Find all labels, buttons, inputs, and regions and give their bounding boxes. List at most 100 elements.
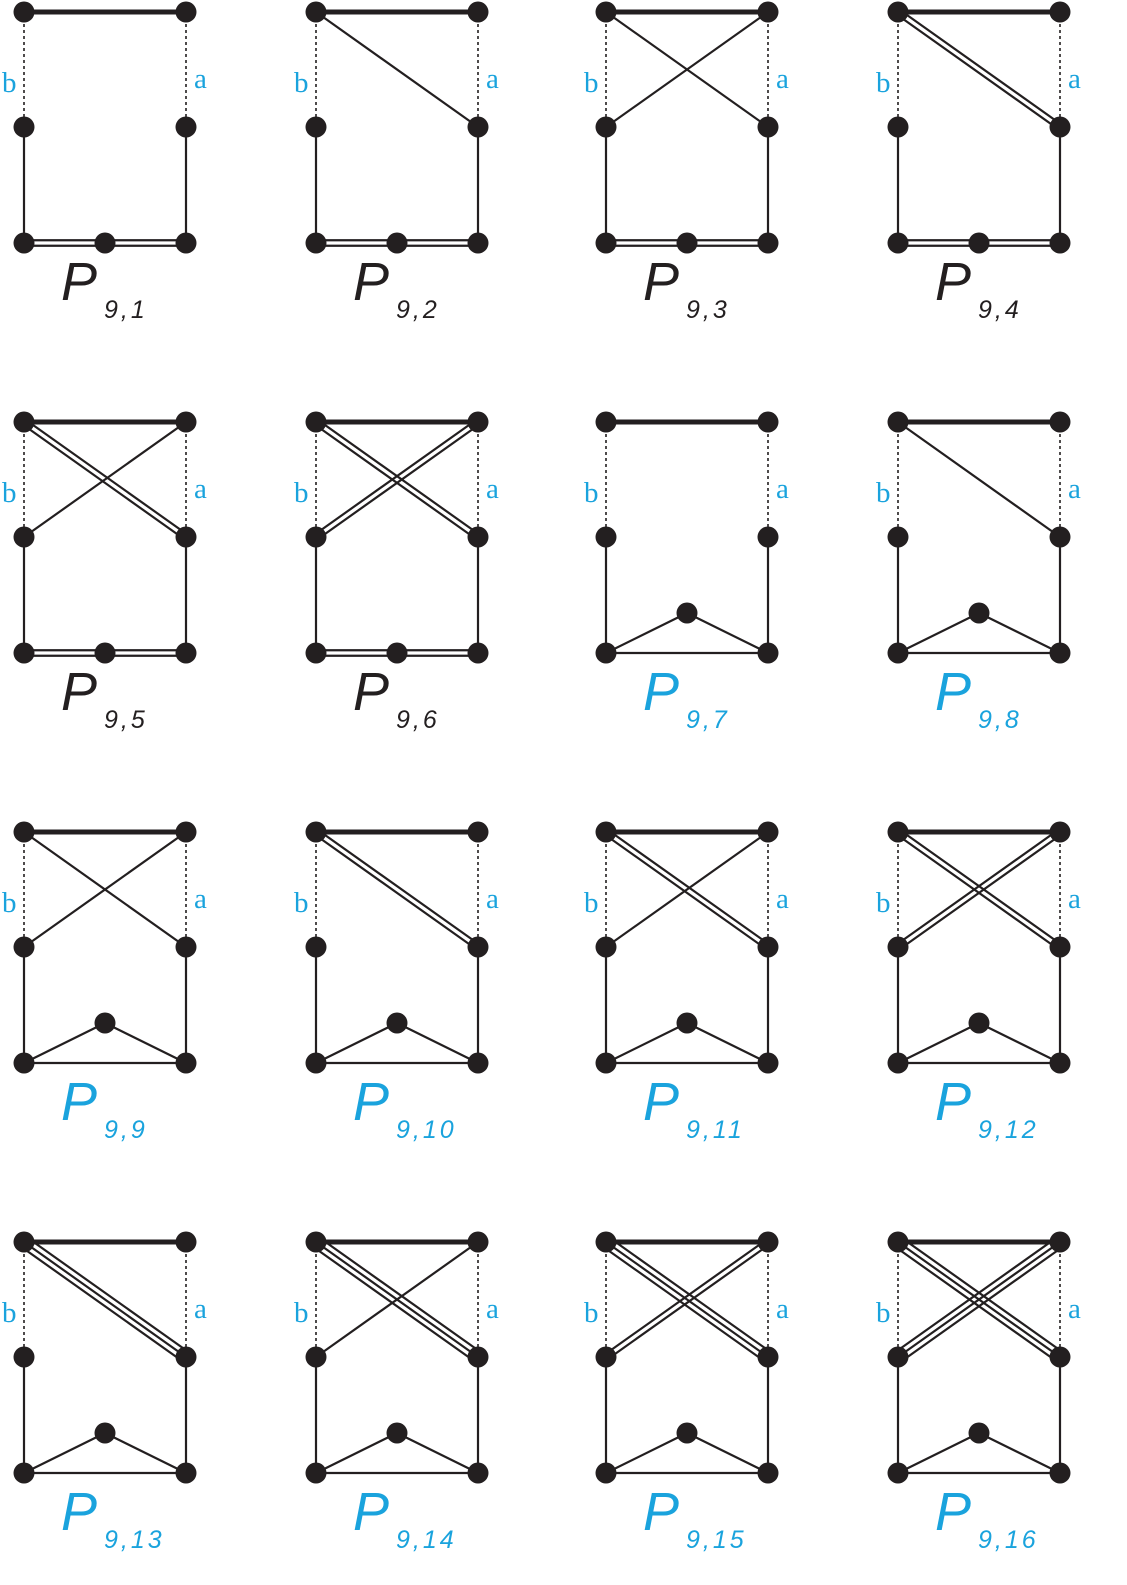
vertex xyxy=(887,936,909,958)
graph-label-index: 9,9 xyxy=(104,1116,148,1144)
vertex xyxy=(595,821,617,843)
triangle-edge xyxy=(22,1021,107,1065)
triangle-edge xyxy=(314,1021,399,1065)
vertex xyxy=(887,1462,909,1484)
vertex xyxy=(595,1462,617,1484)
diagonal-edge xyxy=(26,1236,191,1354)
side-label-left: b xyxy=(876,67,891,99)
vertex xyxy=(757,116,779,138)
side-label-left: b xyxy=(294,67,309,99)
diagonal-edge xyxy=(895,13,1060,131)
diagonal-edge xyxy=(313,833,478,951)
side-label-right: a xyxy=(1068,1293,1081,1325)
side-label-left: b xyxy=(2,1297,17,1329)
vertex xyxy=(305,936,327,958)
side-label-left: b xyxy=(876,477,891,509)
graph-label: P xyxy=(353,252,389,312)
vertex xyxy=(595,1052,617,1074)
vertex xyxy=(305,1052,327,1074)
diagonal-edge xyxy=(898,833,1063,951)
side-label-right: a xyxy=(194,473,207,505)
vertex xyxy=(887,642,909,664)
diagonal-edge xyxy=(896,1240,1062,1359)
vertex xyxy=(305,1462,327,1484)
vertex xyxy=(305,1346,327,1368)
triangle-edge xyxy=(395,1431,480,1475)
diagonal-edge xyxy=(311,1245,476,1363)
vertex xyxy=(968,602,990,624)
graph-label: P xyxy=(61,1072,97,1132)
vertex xyxy=(13,526,35,548)
vertex xyxy=(467,232,489,254)
vertex xyxy=(1049,642,1071,664)
diagonal-edge xyxy=(604,10,770,129)
diagonal-edge xyxy=(604,1240,770,1359)
vertex xyxy=(676,232,698,254)
vertex xyxy=(94,642,116,664)
vertex xyxy=(305,821,327,843)
side-label-left: b xyxy=(294,477,309,509)
triangle-edge xyxy=(685,611,770,655)
vertex xyxy=(757,642,779,664)
vertex xyxy=(13,1052,35,1074)
vertex xyxy=(595,411,617,433)
vertex xyxy=(94,232,116,254)
graph-label: P xyxy=(643,1482,679,1542)
vertex xyxy=(887,411,909,433)
triangle-edge xyxy=(103,1431,188,1475)
vertex xyxy=(305,642,327,664)
side-label-left: b xyxy=(294,1297,309,1329)
graph-label-index: 9,14 xyxy=(396,1526,457,1554)
triangle-edge xyxy=(395,1021,480,1065)
diagonal-edge xyxy=(604,830,770,949)
vertex xyxy=(595,1346,617,1368)
vertex xyxy=(94,1422,116,1444)
vertex xyxy=(1049,411,1071,433)
vertex xyxy=(1049,1052,1071,1074)
graph-label: P xyxy=(61,252,97,312)
vertex xyxy=(175,1052,197,1074)
vertex xyxy=(757,411,779,433)
vertex xyxy=(757,1231,779,1253)
vertex xyxy=(968,1012,990,1034)
side-label-left: b xyxy=(2,67,17,99)
vertex xyxy=(1049,936,1071,958)
vertex xyxy=(595,526,617,548)
vertex xyxy=(467,642,489,664)
vertex xyxy=(386,642,408,664)
graph-label-index: 9,6 xyxy=(396,706,440,734)
side-label-left: b xyxy=(584,477,599,509)
graph-label-index: 9,8 xyxy=(978,706,1022,734)
vertex xyxy=(887,526,909,548)
vertex xyxy=(595,1231,617,1253)
graph-label-index: 9,15 xyxy=(686,1526,747,1554)
vertex xyxy=(386,232,408,254)
vertex xyxy=(1049,1346,1071,1368)
vertex xyxy=(467,116,489,138)
graph-label-index: 9,1 xyxy=(104,296,148,324)
vertex xyxy=(13,642,35,664)
diagonal-edge xyxy=(22,420,188,539)
side-label-right: a xyxy=(194,883,207,915)
vertex xyxy=(13,116,35,138)
triangle-edge xyxy=(977,1431,1062,1475)
diagonal-edge xyxy=(895,828,1060,946)
vertex xyxy=(1049,1231,1071,1253)
vertex xyxy=(175,936,197,958)
diagonal-edge xyxy=(603,1238,768,1356)
side-label-right: a xyxy=(1068,883,1081,915)
side-label-left: b xyxy=(584,67,599,99)
diagonal-edge xyxy=(313,418,478,536)
triangle-edge xyxy=(604,1431,689,1475)
diagonal-edge xyxy=(900,1245,1065,1363)
diagonal-edge xyxy=(316,423,481,541)
graph-label-index: 9,12 xyxy=(978,1116,1039,1144)
graph-label: P xyxy=(935,252,971,312)
graph-label: P xyxy=(643,252,679,312)
